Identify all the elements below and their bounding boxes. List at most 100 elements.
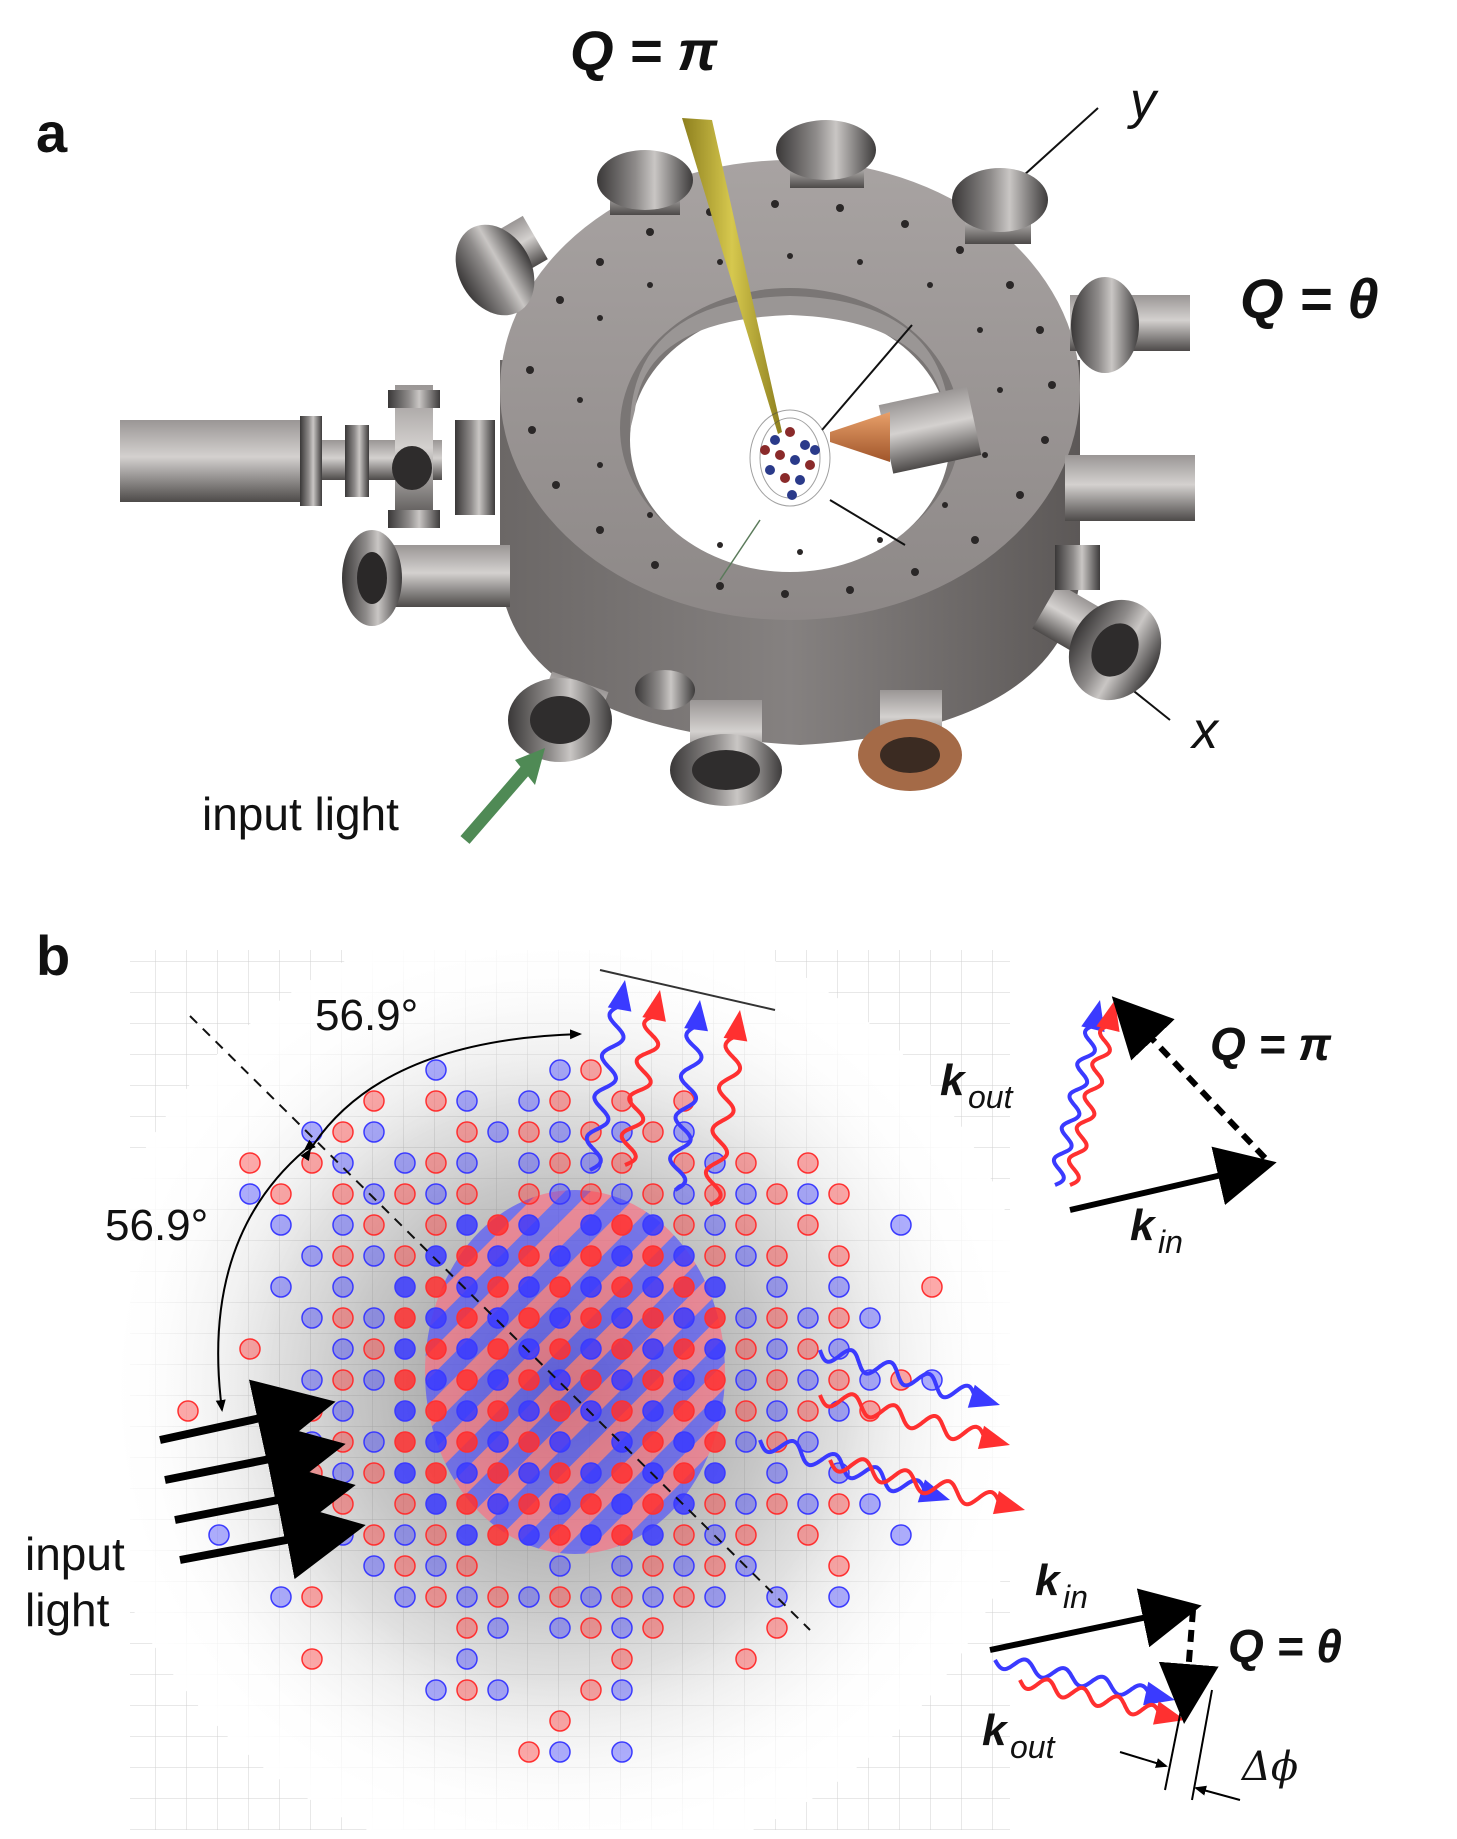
axis-x-label: x bbox=[1189, 702, 1220, 760]
atom-blue bbox=[611, 1555, 633, 1577]
atom-red bbox=[425, 1400, 447, 1422]
atom-red bbox=[363, 1524, 385, 1546]
atom-blue bbox=[797, 1369, 819, 1391]
atom-cloud bbox=[749, 409, 831, 507]
atom-red bbox=[673, 1524, 695, 1546]
atom-red bbox=[549, 1152, 571, 1174]
atom-red bbox=[487, 1586, 509, 1608]
atom-blue bbox=[425, 1555, 447, 1577]
atom-blue bbox=[580, 1276, 602, 1298]
atom-blue bbox=[456, 1090, 478, 1112]
atom-blue bbox=[797, 1493, 819, 1515]
q-theta-label-a: Q = θ bbox=[1240, 267, 1379, 330]
atom-red bbox=[735, 1214, 757, 1236]
wave-right-blue-1 bbox=[818, 1348, 978, 1400]
atom-red bbox=[487, 1462, 509, 1484]
atom-blue bbox=[456, 1152, 478, 1174]
atom-red bbox=[766, 1183, 788, 1205]
atom-red bbox=[580, 1059, 602, 1081]
atom-blue bbox=[363, 1555, 385, 1577]
atom-blue bbox=[642, 1276, 664, 1298]
wave-up-red-2 bbox=[703, 1033, 743, 1207]
atom-blue bbox=[425, 1059, 447, 1081]
atom-blue bbox=[456, 1338, 478, 1360]
atom-blue bbox=[518, 1524, 540, 1546]
atom-red bbox=[735, 1648, 757, 1670]
atom-red bbox=[332, 1121, 354, 1143]
atom-blue bbox=[704, 1462, 726, 1484]
inset-bottom-wave-red bbox=[1018, 1677, 1162, 1717]
atom-blue bbox=[208, 1524, 230, 1546]
atom-red bbox=[735, 1152, 757, 1174]
atom-red bbox=[580, 1183, 602, 1205]
lattice-diagonal-axis bbox=[189, 1015, 811, 1631]
atom-blue bbox=[549, 1183, 571, 1205]
detector-bar bbox=[599, 969, 776, 1011]
atom-blue bbox=[363, 1369, 385, 1391]
atom-red bbox=[270, 1183, 292, 1205]
atom-red bbox=[549, 1586, 571, 1608]
atom-blue bbox=[487, 1121, 509, 1143]
atom-blue bbox=[270, 1462, 292, 1484]
atom-blue bbox=[580, 1400, 602, 1422]
k-in-bottom: k bbox=[1035, 1556, 1062, 1605]
atom-red bbox=[363, 1090, 385, 1112]
atom-blue bbox=[766, 1462, 788, 1484]
atom-red bbox=[518, 1245, 540, 1267]
atom-blue bbox=[735, 1369, 757, 1391]
q-theta-label-b: Q = θ bbox=[1228, 1620, 1342, 1672]
atom-blue bbox=[363, 1121, 385, 1143]
atom-blue bbox=[642, 1214, 664, 1236]
atom-red bbox=[363, 1462, 385, 1484]
atom-blue bbox=[518, 1462, 540, 1484]
atom-red bbox=[766, 1617, 788, 1639]
atom-blue bbox=[704, 1214, 726, 1236]
atom-red bbox=[425, 1462, 447, 1484]
atom-red bbox=[673, 1338, 695, 1360]
atom-red bbox=[425, 1276, 447, 1298]
atom-red bbox=[487, 1400, 509, 1422]
atom-red bbox=[456, 1183, 478, 1205]
k-out-bottom-sub: out bbox=[1010, 1729, 1056, 1765]
atom-blue bbox=[394, 1524, 416, 1546]
atom-red bbox=[332, 1431, 354, 1453]
atom-red bbox=[549, 1400, 571, 1422]
input-light-label-b-line1: input bbox=[25, 1528, 125, 1580]
atom-red bbox=[456, 1307, 478, 1329]
atom-red bbox=[332, 1245, 354, 1267]
q-pi-cone bbox=[682, 118, 782, 434]
atom-blue bbox=[425, 1307, 447, 1329]
atom-blue bbox=[425, 1369, 447, 1391]
atom-blue bbox=[766, 1400, 788, 1422]
input-light-label-b-line2: light bbox=[25, 1584, 110, 1636]
k-out-top-sub: out bbox=[968, 1079, 1014, 1115]
atom-blue bbox=[580, 1524, 602, 1546]
atom-blue bbox=[456, 1586, 478, 1608]
atom-blue bbox=[487, 1493, 509, 1515]
atom-red bbox=[673, 1400, 695, 1422]
atom-red bbox=[549, 1710, 571, 1732]
atom-red bbox=[301, 1462, 323, 1484]
wave-right-blue-1-head bbox=[967, 1384, 1000, 1408]
atom-red bbox=[456, 1617, 478, 1639]
atom-red bbox=[425, 1214, 447, 1236]
atom-red bbox=[611, 1586, 633, 1608]
atom-red bbox=[518, 1369, 540, 1391]
atom-red bbox=[642, 1555, 664, 1577]
atom-red bbox=[425, 1152, 447, 1174]
atom-blue bbox=[518, 1152, 540, 1174]
atom-red bbox=[642, 1121, 664, 1143]
atom-blue bbox=[642, 1586, 664, 1608]
atom-red bbox=[549, 1338, 571, 1360]
atom-red bbox=[642, 1369, 664, 1391]
atom-blue bbox=[735, 1245, 757, 1267]
atom-red bbox=[177, 1400, 199, 1422]
atom-red bbox=[797, 1400, 819, 1422]
atom-blue bbox=[549, 1059, 571, 1081]
input-light-arrow-a bbox=[460, 748, 545, 844]
atom-red bbox=[797, 1524, 819, 1546]
atom-red bbox=[456, 1121, 478, 1143]
atom-blue bbox=[611, 1741, 633, 1763]
atom-red bbox=[518, 1307, 540, 1329]
atom-blue bbox=[332, 1462, 354, 1484]
